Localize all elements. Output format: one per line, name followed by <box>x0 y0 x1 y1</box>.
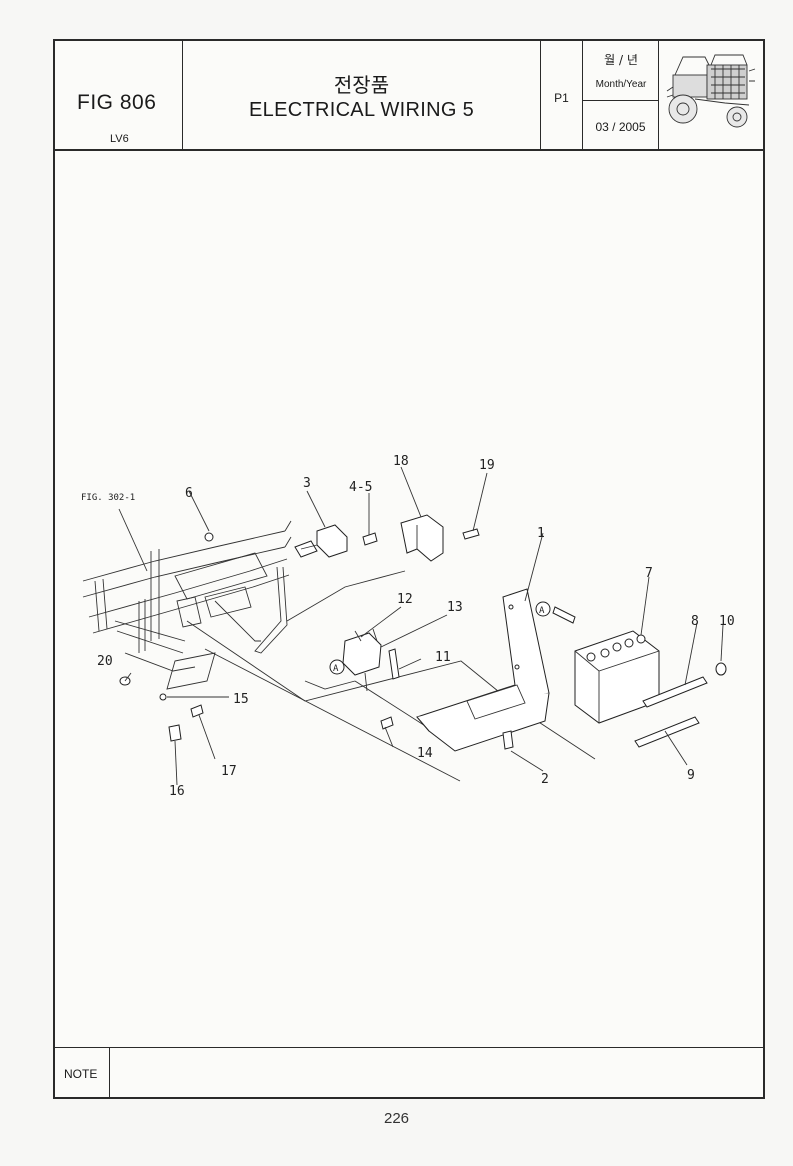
model-code: LV6 <box>110 133 129 145</box>
callout-12: 12 <box>397 592 413 607</box>
callout-15: 15 <box>233 692 249 707</box>
part-4-5-bolt <box>362 532 378 546</box>
circle-marker-a-right-label: A <box>539 606 545 616</box>
callout-2: 2 <box>541 772 549 787</box>
callout-9: 9 <box>687 768 695 783</box>
part-6-nut <box>204 532 214 542</box>
callout-17: 17 <box>221 764 237 779</box>
part-16-clip <box>168 724 182 742</box>
title-cell: 전장품 ELECTRICAL WIRING 5 <box>183 41 541 149</box>
part-1-battery-bracket <box>416 588 550 752</box>
leader-lines <box>118 466 724 786</box>
circle-marker-a-right <box>535 601 551 617</box>
page-code: P1 <box>554 91 569 105</box>
callout-16: 16 <box>169 784 185 799</box>
callout-20: 20 <box>97 654 113 669</box>
machine-thumbnail-image <box>666 54 756 128</box>
part-a-bolt <box>552 606 576 624</box>
callout-11: 11 <box>435 650 451 665</box>
date-cell: 월 / 년 Month/Year 03 / 2005 <box>583 41 659 149</box>
note-row: NOTE <box>55 1047 763 1098</box>
callout-6: 6 <box>185 486 193 501</box>
fig-cell: FIG 806 LV6 <box>55 41 183 149</box>
title-english: ELECTRICAL WIRING 5 <box>249 99 474 121</box>
callout-19: 19 <box>479 458 495 473</box>
callout-7: 7 <box>645 566 653 581</box>
part-19-screw <box>462 528 480 540</box>
callout-8: 8 <box>691 614 699 629</box>
issue-date: 03 / 2005 <box>595 120 646 134</box>
part-17-bolt <box>190 704 204 718</box>
callout-13: 13 <box>447 600 463 615</box>
part-3-relay <box>294 524 348 558</box>
chassis-frame <box>82 520 292 690</box>
part-2-bolt <box>502 730 514 750</box>
title-korean: 전장품 <box>333 73 390 97</box>
page-frame: FIG 806 LV6 전장품 ELECTRICAL WIRING 5 P1 월… <box>53 39 765 1099</box>
month-year-label: Month/Year <box>595 79 647 90</box>
part-9-clamp <box>634 716 700 748</box>
part-10-washer <box>715 662 727 676</box>
page-code-cell: P1 <box>541 41 583 149</box>
callout-14: 14 <box>417 746 433 761</box>
part-7-battery <box>574 630 660 724</box>
part-18-cover <box>400 514 444 562</box>
callout-1: 1 <box>537 526 545 541</box>
exploded-parts-diagram: A A <box>81 454 735 799</box>
callout-4-5: 4-5 <box>349 480 372 495</box>
part-15-nut <box>159 693 167 701</box>
part-14-bolt <box>380 716 394 730</box>
note-label-cell: NOTE <box>55 1048 110 1098</box>
callout-10: 10 <box>719 614 735 629</box>
callout-18: 18 <box>393 454 409 469</box>
month-year-korean: 월 / 년 <box>604 53 638 67</box>
title-block: FIG 806 LV6 전장품 ELECTRICAL WIRING 5 P1 월… <box>55 41 763 151</box>
reference-figure-label: FIG. 302-1 <box>81 493 135 503</box>
note-label: NOTE <box>64 1067 98 1081</box>
part-8-hold-down-rod <box>642 676 708 708</box>
thumbnail-cell <box>659 41 763 149</box>
part-12-switch-assembly: A <box>329 628 400 692</box>
callout-3: 3 <box>303 476 311 491</box>
fig-number: FIG 806 <box>77 91 157 114</box>
page-number: 226 <box>383 1110 410 1127</box>
circle-marker-a-left: A <box>333 664 339 674</box>
month-year-header: 월 / 년 Month/Year <box>583 41 659 101</box>
